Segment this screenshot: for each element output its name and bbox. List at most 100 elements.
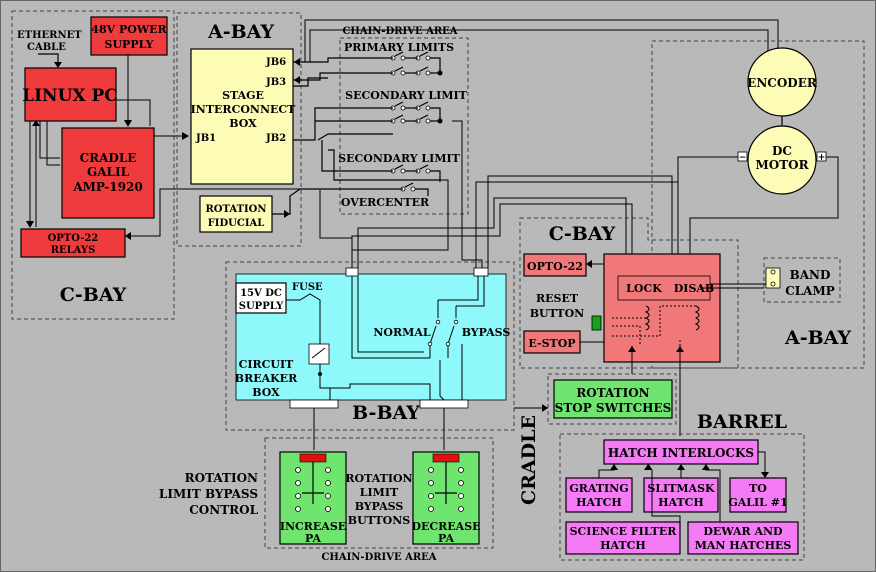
- bypass-control-line3: CONTROL: [189, 503, 258, 517]
- dc-motor-line2: MOTOR: [755, 158, 809, 172]
- b-bay-terminal-strip-left: [289, 399, 339, 409]
- disab-label: DISAB: [674, 282, 714, 295]
- supply-15v-line1: 15V DC: [240, 288, 282, 299]
- rotation-fiducial: ROTATION FIDUCIAL: [199, 195, 273, 233]
- chain-drive-area-bottom: CHAIN-DRIVE AREA INCREASE PA: [264, 437, 494, 563]
- ethernet-label-line1: ETHERNET: [17, 30, 82, 41]
- increase-pa-line2: PA: [305, 532, 321, 545]
- breaker-line3: BOX: [252, 386, 280, 399]
- bypass-buttons-line3: BYPASS: [355, 500, 404, 513]
- decrease-pa-line2: PA: [438, 532, 454, 545]
- power-supply-line1: 48V POWER: [91, 23, 167, 36]
- lock-label: LOCK: [626, 282, 662, 295]
- estop-box: E-STOP: [523, 330, 581, 354]
- grating-hatch-box: GRATING HATCH: [565, 477, 633, 513]
- cradle-label: CRADLE: [518, 415, 540, 505]
- normal-label: NORMAL: [373, 326, 430, 339]
- primary-limits-label: PRIMARY LIMITS: [344, 41, 454, 54]
- reset-button-line1: RESET: [536, 292, 579, 305]
- jb2-label: JB2: [265, 133, 286, 144]
- opto-relays-line2: RELAYS: [51, 245, 96, 256]
- b-bay-label: B-BAY: [352, 402, 420, 424]
- right-a-bay-region: A-BAY ENCODER DC MOTOR − + BAND CLAMP: [651, 40, 865, 369]
- chain-area-wiring: [125, 19, 782, 270]
- hatch-interlocks-box: HATCH INTERLOCKS: [603, 439, 759, 465]
- supply-15v-dc: 15V DC SUPPLY: [235, 282, 287, 314]
- increase-pa-line1: INCREASE: [280, 520, 346, 533]
- opto-relays-line1: OPTO-22: [48, 233, 99, 244]
- rotation-stop-switches-region: ROTATION STOP SWITCHES: [547, 373, 677, 425]
- b-bay-terminal-right: [473, 267, 489, 277]
- power-supply-line2: SUPPLY: [105, 38, 154, 51]
- fiducial-line2: FIDUCIAL: [208, 218, 265, 229]
- band-clamp-line1: BAND: [790, 268, 831, 282]
- bypass-buttons-line1: ROTATION: [345, 472, 412, 485]
- stage-box-line3: BOX: [229, 117, 257, 130]
- band-clamp-line2: CLAMP: [785, 284, 835, 298]
- science-filter-hatch-box: SCIENCE FILTER HATCH: [565, 521, 681, 555]
- right-a-bay-label: A-BAY: [784, 327, 851, 349]
- rotation-stop-line2: STOP SWITCHES: [555, 401, 672, 415]
- limit-switch-contacts: [390, 55, 431, 192]
- to-galil-box: TO GALIL #1: [728, 477, 788, 513]
- science-filter-line1: SCIENCE FILTER: [570, 525, 678, 538]
- power-supply-48v: 48V POWER SUPPLY: [90, 16, 168, 56]
- cradle-galil-amp: CRADLE GALIL AMP-1920: [61, 127, 155, 219]
- breaker-line1: CIRCUIT: [239, 358, 295, 371]
- b-bay-terminal-left: [345, 267, 359, 277]
- rotation-stop-line1: ROTATION: [576, 386, 649, 400]
- stage-interconnect-box: STAGE INTERCONNECT BOX JB1 JB2 JB3 JB6: [190, 48, 296, 185]
- stage-box-line1: STAGE: [222, 89, 264, 102]
- encoder-label: ENCODER: [747, 76, 818, 90]
- bypass-control-line1: ROTATION: [185, 471, 258, 485]
- reset-button-indicator: [591, 315, 602, 331]
- to-galil-line1: TO: [749, 482, 767, 495]
- left-a-bay-label: A-BAY: [207, 21, 274, 43]
- dewar-line1: DEWAR AND: [703, 525, 783, 538]
- chain-drive-top-label: CHAIN-DRIVE AREA: [342, 26, 457, 37]
- bypass-label: BYPASS: [462, 326, 511, 339]
- jb6-label: JB6: [265, 57, 286, 68]
- b-bay-terminal-strip-right: [419, 399, 469, 409]
- bypass-control-caption: ROTATION LIMIT BYPASS CONTROL: [159, 471, 259, 517]
- slitmask-hatch-line1: SLITMASK: [647, 482, 715, 495]
- to-galil-line2: GALIL #1: [728, 496, 787, 509]
- increase-pa-button-panel: INCREASE PA: [279, 451, 347, 545]
- chain-drive-bottom-label: CHAIN-DRIVE AREA: [321, 552, 436, 563]
- right-c-bay-label: C-BAY: [549, 223, 616, 245]
- cross-wiring: [351, 175, 679, 268]
- secondary-limit-2-label: SECONDARY LIMIT: [338, 152, 460, 165]
- dewar-man-hatches-box: DEWAR AND MAN HATCHES: [687, 521, 799, 555]
- fuse-label: FUSE: [292, 282, 323, 293]
- reset-button-line2: BUTTON: [530, 307, 585, 320]
- left-a-bay-region: A-BAY STAGE INTERCONNECT BOX JB1 JB2 JB3…: [176, 12, 302, 247]
- opto22-relays: OPTO-22 RELAYS: [20, 228, 126, 258]
- science-filter-line2: HATCH: [600, 539, 646, 552]
- right-c-bay-region: C-BAY OPTO-22 RESET BUTTON E-STOP LOCK D…: [519, 217, 766, 436]
- linux-pc-label: LINUX PC: [22, 86, 118, 106]
- opto22-box: OPTO-22: [523, 253, 587, 277]
- dewar-line2: MAN HATCHES: [695, 539, 792, 552]
- band-clamp: BAND CLAMP: [763, 257, 841, 303]
- barrel-region: BARREL HATCH INTERLOCKS GRATING HATCH SL…: [559, 411, 805, 561]
- motor-plus-terminal: +: [818, 153, 826, 163]
- decrease-pa-button[interactable]: [432, 453, 460, 463]
- secondary-limit-1-label: SECONDARY LIMIT: [345, 89, 467, 102]
- jb1-label: JB1: [195, 133, 216, 144]
- motor-minus-terminal: −: [739, 153, 747, 163]
- bypass-control-line2: LIMIT BYPASS: [159, 487, 258, 501]
- increase-pa-button[interactable]: [299, 453, 327, 463]
- galil-line3: AMP-1920: [72, 180, 142, 194]
- lock-disable-relay: LOCK DISAB: [603, 253, 721, 363]
- barrel-label: BARREL: [697, 411, 787, 433]
- opto22-label: OPTO-22: [527, 260, 583, 273]
- galil-line1: CRADLE: [80, 151, 137, 165]
- left-c-bay-region: C-BAY ETHERNET CABLE 48V POWER SUPPLY LI…: [11, 10, 189, 320]
- jb3-label: JB3: [265, 77, 286, 88]
- supply-15v-line2: SUPPLY: [239, 301, 284, 312]
- breaker-line2: BREAKER: [235, 372, 298, 385]
- chain-drive-area-top: CHAIN-DRIVE AREA PRIMARY LIMITS SECONDAR…: [338, 26, 469, 215]
- overcenter-label: OVERCENTER: [341, 196, 430, 209]
- ethernet-label-line2: CABLE: [27, 42, 66, 53]
